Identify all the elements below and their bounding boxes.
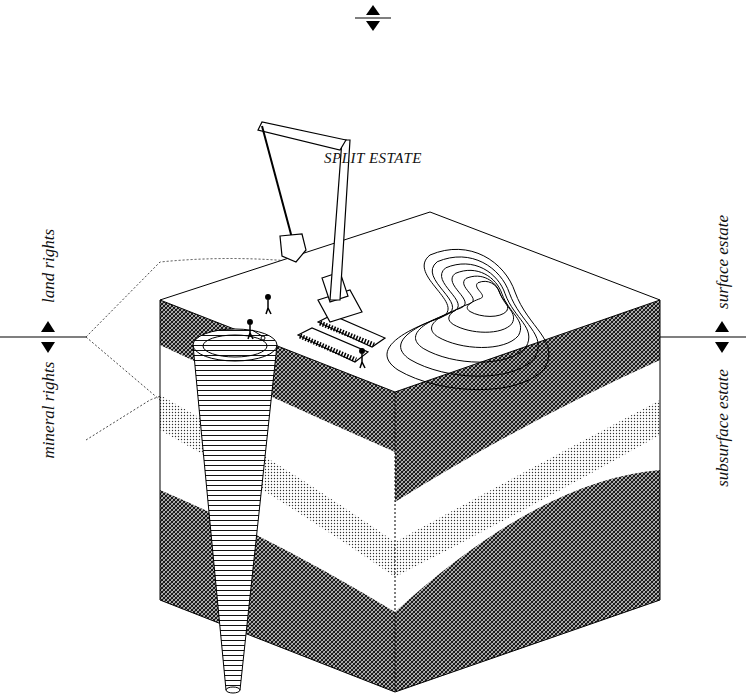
up-triangle	[366, 5, 380, 15]
contour-line	[467, 281, 507, 316]
bedrock-layer	[160, 490, 395, 692]
block-edge	[395, 392, 396, 692]
track-tread	[300, 336, 356, 360]
diagram-title: SPLIT ESTATE	[324, 151, 422, 166]
track-tread	[320, 323, 374, 345]
contour-line	[432, 270, 521, 347]
divider-line	[660, 336, 746, 337]
estate-divider	[660, 321, 746, 353]
rights-label: mineral rights	[40, 362, 57, 459]
open-pit	[193, 329, 277, 693]
divider-line	[0, 336, 86, 337]
contour-line	[401, 257, 539, 376]
block-edge	[160, 300, 161, 600]
workers	[248, 295, 365, 368]
stick	[262, 126, 292, 238]
worker-figure	[248, 320, 265, 340]
bedrock-layer	[395, 470, 660, 692]
down-triangle	[41, 342, 55, 353]
track	[318, 315, 385, 347]
up-triangle	[41, 321, 55, 332]
split-icon	[355, 5, 391, 31]
block-edges	[160, 300, 660, 692]
divider-line	[355, 17, 391, 18]
contour-line	[387, 249, 549, 389]
rights-label: subsurface estate	[714, 369, 731, 487]
down-triangle	[366, 21, 380, 31]
rights-divider	[0, 321, 86, 353]
bucket	[280, 234, 306, 262]
rights-label: surface estate	[714, 215, 731, 309]
contour-map	[387, 249, 549, 389]
worker-figure	[360, 349, 365, 368]
up-triangle	[715, 321, 729, 332]
left-face	[160, 300, 395, 692]
rights-label: land rights	[40, 229, 57, 303]
contour-line	[415, 264, 528, 362]
pit-rim	[203, 335, 267, 357]
pit-floor	[226, 687, 240, 693]
down-triangle	[715, 342, 729, 353]
leader-line	[86, 337, 160, 400]
arm	[258, 122, 346, 150]
pit-cone	[193, 345, 277, 690]
block-edge	[660, 300, 661, 600]
ground-block	[160, 212, 660, 692]
contour-line	[449, 276, 514, 332]
pit-rim	[193, 329, 277, 361]
worker-figure	[266, 295, 271, 314]
